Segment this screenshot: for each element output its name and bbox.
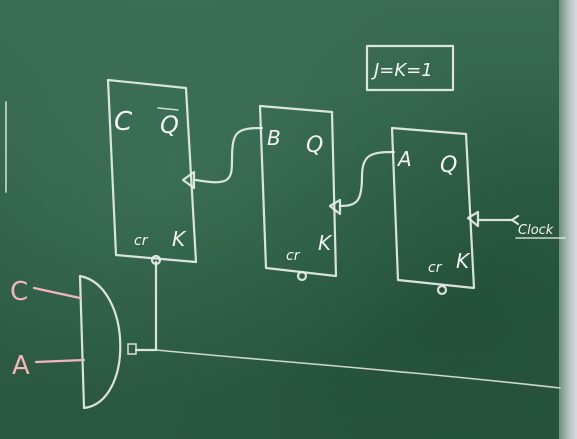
flipflop-a-k: K	[456, 249, 471, 273]
flipflop-a-output: Q	[440, 153, 457, 178]
wire-c-to-b	[194, 126, 264, 184]
gate-input-c: C	[10, 277, 28, 307]
formula-box	[365, 44, 455, 92]
gate-output-line	[155, 349, 561, 389]
clock-arrow	[510, 214, 520, 226]
flipflop-b: B Q cr K	[258, 104, 342, 282]
flipflop-b-k: K	[318, 231, 333, 255]
and-gate	[78, 260, 561, 410]
board-frame-edge	[559, 0, 577, 439]
wire-b-to-a	[338, 150, 396, 208]
clock-label: Clock	[518, 223, 554, 238]
flipflop-b-clear: cr	[286, 248, 301, 264]
gate-input-c-wire	[32, 286, 82, 300]
flipflop-a-clear: cr	[428, 260, 443, 276]
flipflop-c-k: K	[172, 227, 187, 251]
flipflop-a: A Q cr K	[390, 126, 480, 296]
flipflop-c-output: Q	[160, 111, 179, 139]
flipflop-a-label: A	[396, 147, 412, 171]
formula-text: J=K=1	[371, 60, 433, 81]
flipflop-b-output: Q	[306, 133, 323, 158]
flipflop-c-clear: cr	[134, 233, 149, 249]
gate-input-a: A	[12, 351, 30, 381]
flipflop-c: C Q cr K	[106, 78, 198, 266]
gate-input-a-wire	[34, 358, 86, 364]
flipflop-b-label: B	[267, 126, 281, 150]
flipflop-c-label: C	[114, 107, 133, 137]
